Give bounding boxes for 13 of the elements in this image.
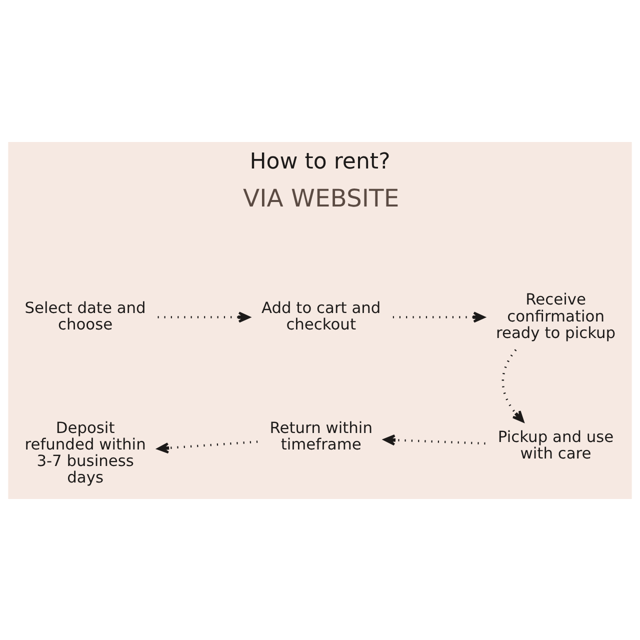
node-text: Deposit refunded within 3-7 business days (24, 418, 146, 486)
arrow (383, 434, 486, 446)
arrow (158, 311, 250, 322)
arrow (502, 348, 524, 422)
arrow (392, 311, 486, 322)
arrow (156, 440, 258, 454)
diagram-title: How to rent? (250, 148, 390, 174)
node-text: Add to cart and checkout (261, 298, 381, 334)
node-text: Pickup and use with care (498, 427, 614, 462)
node-text: Return within timeframe (270, 418, 372, 454)
node-text: Receive confirmation ready to pickup (496, 290, 616, 342)
node-text: Select date and choose (24, 298, 146, 334)
label: VIA WEBSITE (243, 183, 400, 212)
